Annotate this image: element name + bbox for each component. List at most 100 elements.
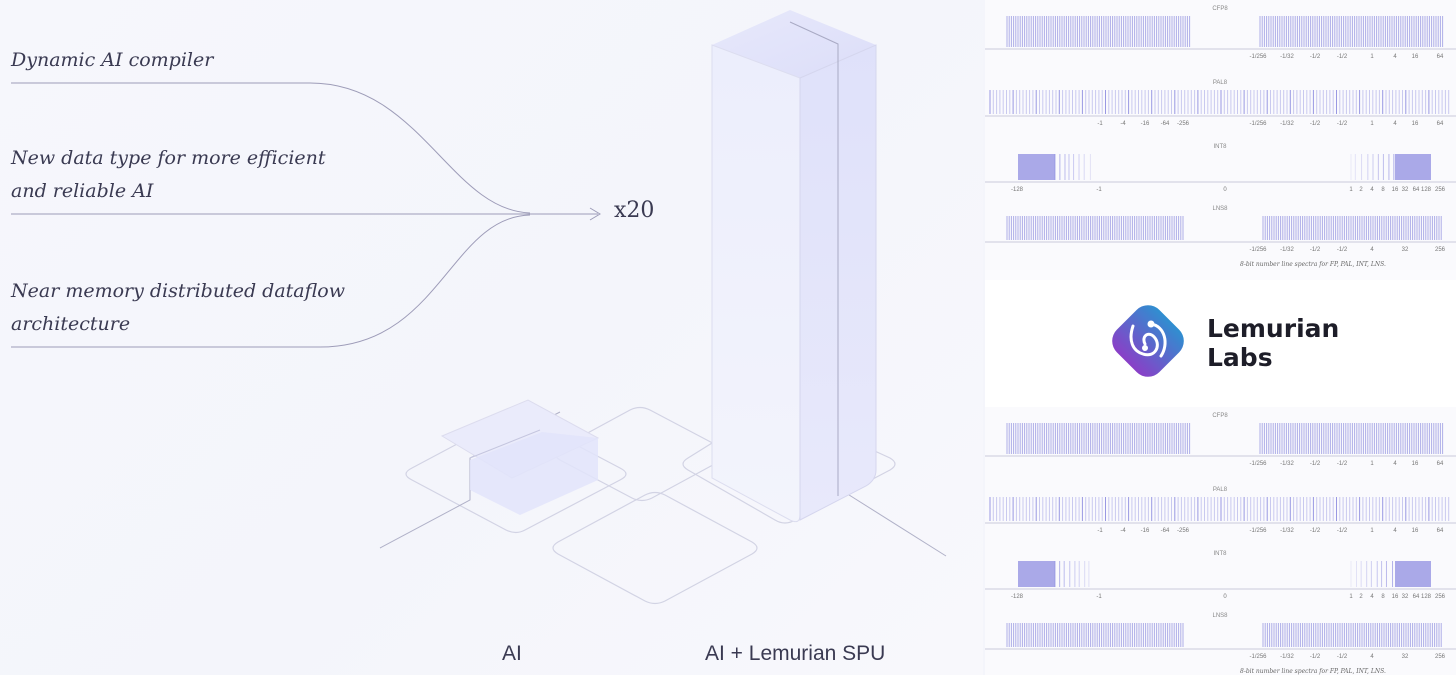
spectrum-tick-label: 128 (1421, 187, 1432, 193)
ai-baseline-block (442, 400, 598, 515)
spectrum-row-label: PAL8 (1213, 487, 1228, 493)
spectrum-tick-label: -1/256 (1249, 247, 1267, 253)
spectrum-tick-label: 1 (1370, 121, 1374, 127)
spectrum-tick-label: 2 (1359, 187, 1363, 193)
spectrum-tick-label: 32 (1402, 247, 1409, 253)
spectrum-tick-label: -1/32 (1280, 247, 1294, 253)
spectrum-tick-label: -1/2 (1310, 461, 1321, 467)
spectrum-tick-label: 16 (1412, 54, 1419, 60)
spectrum-tick-label: -1/32 (1280, 528, 1294, 534)
spectrum-tick-label: 256 (1435, 187, 1446, 193)
spectrum-tick-label: 256 (1435, 654, 1446, 660)
spectrum-solid-band (1395, 561, 1431, 587)
spectrum-row-pal8: PAL8 -1 -4 -16 -64 -256 -1/256 -1/32 -1/2 -1/2 1 4 1… (985, 80, 1456, 127)
spectrum-tick-label: -1 (1096, 594, 1102, 600)
feature-dynamic-compiler: Dynamic AI compiler (11, 44, 213, 77)
spectrum-tick-label: 4 (1393, 121, 1397, 127)
number-line-spectra: CFP8-1/256-1/32-1/2-1/2141664PAL8-1-4-16… (985, 0, 1456, 270)
feature-line: and reliable AI (11, 180, 153, 202)
spectrum-tick-label: 8 (1381, 187, 1385, 193)
spectrum-tick-label: -16 (1141, 121, 1150, 127)
spectrum-tick-label: -1/2 (1337, 121, 1348, 127)
spectrum-tick-label: 256 (1435, 594, 1446, 600)
right-panel: CFP8-1/256-1/32-1/2-1/2141664PAL8-1-4-16… (985, 0, 1456, 675)
spectrum-tick-label: -1/32 (1280, 121, 1294, 127)
brand-name-line1: Lemurian (1207, 314, 1339, 343)
spectrum-tick-label: -1/2 (1310, 654, 1321, 660)
spectrum-tick-label: -1/256 (1249, 528, 1267, 534)
spectrum-tick-label: -1/2 (1310, 121, 1321, 127)
spectrum-tick-label: -1/2 (1337, 528, 1348, 534)
enhanced-label: AI + Lemurian SPU (705, 642, 885, 666)
spectrum-tick-label: 64 (1437, 54, 1444, 60)
spectra-caption: 8-bit number line spectra for FP, PAL, I… (1240, 261, 1386, 268)
spectrum-tick-label: 64 (1437, 121, 1444, 127)
spectrum-row-label: INT8 (1213, 144, 1227, 150)
spectrum-tick-label: -1/256 (1249, 654, 1267, 660)
spectrum-tick-label: -128 (1011, 187, 1024, 193)
spectrum-tick-label: 128 (1421, 594, 1432, 600)
spectrum-tick-label: -1 (1097, 121, 1103, 127)
spectrum-tick-label: 16 (1392, 187, 1399, 193)
spectrum-row-label: CFP8 (1212, 413, 1228, 419)
feature-near-memory: Near memory distributed dataflow archite… (11, 275, 345, 341)
spectrum-row-label: INT8 (1213, 551, 1227, 557)
tower-front (712, 45, 800, 522)
floor-guide-line-right (838, 488, 946, 556)
spectrum-solid-band (1018, 561, 1055, 587)
spectrum-tick-label: -1/2 (1310, 54, 1321, 60)
spectrum-row-label: LNS8 (1212, 613, 1228, 619)
spectrum-row-cfp8: CFP8-1/256-1/32-1/2-1/2141664 (985, 413, 1456, 467)
spectra-panel-bottom: CFP8 -1/256 -1/32 -1/2 -1/2 1 4 16 64PAL8 -1 -4 -16… (985, 407, 1456, 675)
spectrum-tick-label: 2 (1359, 594, 1363, 600)
spectrum-tick-label: 16 (1392, 594, 1399, 600)
spectrum-solid-band (1395, 154, 1431, 180)
spectrum-tick-label: 4 (1370, 187, 1374, 193)
spectrum-row-pal8: PAL8-1-4-16-64-256-1/256-1/32-1/2-1/2141… (985, 487, 1456, 534)
spectrum-tick-label: -128 (1011, 594, 1024, 600)
spectrum-tick-label: 32 (1402, 594, 1409, 600)
spectrum-tick-label: -1/2 (1337, 54, 1348, 60)
spectrum-row-label: CFP8 (1212, 6, 1228, 12)
speedup-multiplier: x20 (614, 198, 654, 223)
spectrum-row-label: PAL8 (1213, 80, 1228, 86)
feature-new-data-type: New data type for more efficient and rel… (11, 142, 326, 208)
number-line-spectra: CFP8 -1/256 -1/32 -1/2 -1/2 1 4 16 64PAL8 -1 -4 -16… (985, 407, 1456, 675)
spectrum-tick-label: 8 (1381, 594, 1385, 600)
spectrum-tick-label: -16 (1141, 528, 1150, 534)
spectrum-tick-label: -1/2 (1310, 247, 1321, 253)
spectrum-tick-label: 1 (1349, 187, 1353, 193)
spectrum-row-lns8: LNS8-1/256-1/32-1/2-1/2432256 (985, 206, 1456, 253)
spectrum-tick-label: 4 (1370, 594, 1374, 600)
feature-line: New data type for more efficient (11, 147, 326, 169)
spectrum-row-int8: INT8-128-101248163264128256 (985, 551, 1456, 600)
spectrum-tick-label: -1/256 (1249, 121, 1267, 127)
spectrum-tick-label: 1 (1370, 54, 1374, 60)
spectrum-tick-label: 4 (1393, 461, 1397, 467)
lemurian-logo-icon (1103, 296, 1193, 386)
spectrum-tick-label: -256 (1177, 121, 1190, 127)
spectrum-tick-label: 1 (1370, 528, 1374, 534)
spectrum-tick-label: 0 (1223, 187, 1227, 193)
spectrum-tick-label: 32 (1402, 187, 1409, 193)
feature-line: Dynamic AI compiler (11, 49, 213, 71)
spectrum-tick-label: 16 (1412, 121, 1419, 127)
spectrum-tick-label: -64 (1161, 528, 1170, 534)
baseline-label: AI (502, 642, 522, 666)
spectrum-tick-label: -1/32 (1280, 54, 1294, 60)
spectrum-tick-label: -64 (1161, 121, 1170, 127)
spectrum-tick-label: 32 (1402, 654, 1409, 660)
spectrum-tick-label: -4 (1120, 121, 1126, 127)
spectrum-tick-label: -1/32 (1280, 461, 1294, 467)
spectrum-tick-label: 64 (1413, 187, 1420, 193)
spectrum-tick-label: 4 (1393, 528, 1397, 534)
spectrum-tick-label: 16 (1412, 461, 1419, 467)
spectrum-tick-label: 64 (1437, 461, 1444, 467)
spectra-caption: 8-bit number line spectra for FP, PAL, I… (1240, 668, 1386, 675)
feature-line: Near memory distributed dataflow (11, 280, 345, 302)
floor-plate-bottom (553, 493, 757, 604)
spectrum-tick-label: -4 (1120, 528, 1126, 534)
architecture-diagram: Dynamic AI compiler New data type for mo… (0, 0, 983, 675)
spectrum-tick-label: 4 (1370, 654, 1374, 660)
